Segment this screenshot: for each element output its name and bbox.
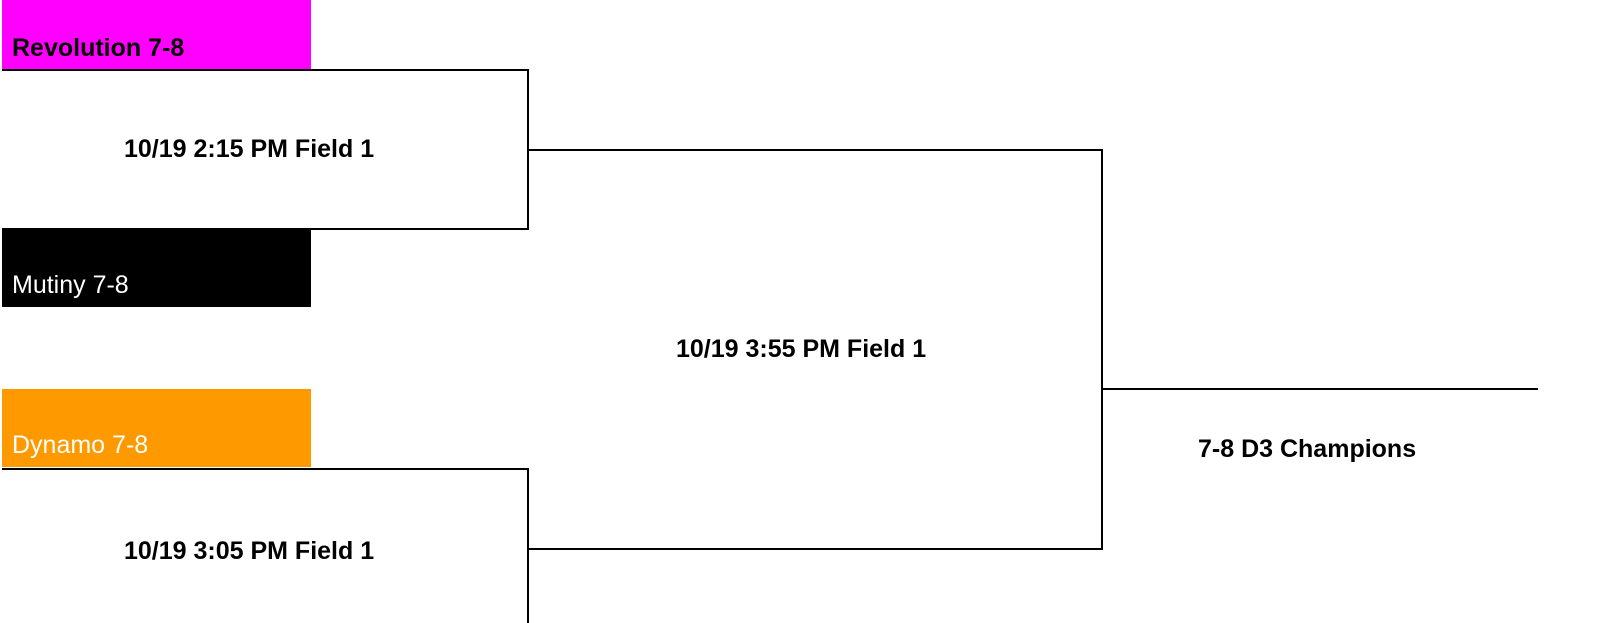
game-1-schedule: 10/19 2:15 PM Field 1	[124, 135, 375, 163]
bracket-line-game1-out	[529, 149, 1103, 151]
team-slot-dynamo: Dynamo 7-8	[2, 389, 311, 467]
champion-label: 7-8 D3 Champions	[1198, 435, 1417, 463]
bracket-line-game1-vertical	[527, 69, 529, 230]
team-name: Revolution 7-8	[12, 34, 185, 62]
team-name: Mutiny 7-8	[12, 271, 129, 299]
game-2-schedule: 10/19 3:05 PM Field 1	[124, 537, 375, 565]
bracket-line-game1-top	[2, 69, 529, 71]
team-slot-mutiny: Mutiny 7-8	[2, 229, 311, 307]
bracket-line-game2-top	[2, 468, 529, 470]
bracket-line-game1-bottom	[2, 228, 529, 230]
team-slot-revolution: Revolution 7-8	[2, 0, 311, 70]
final-game-schedule: 10/19 3:55 PM Field 1	[676, 335, 927, 363]
bracket-line-final-vertical	[1101, 149, 1103, 550]
bracket-line-champion	[1103, 388, 1538, 390]
team-name: Dynamo 7-8	[12, 431, 149, 459]
bracket-line-game2-vertical	[527, 468, 529, 623]
bracket-line-game2-out	[529, 548, 1103, 550]
